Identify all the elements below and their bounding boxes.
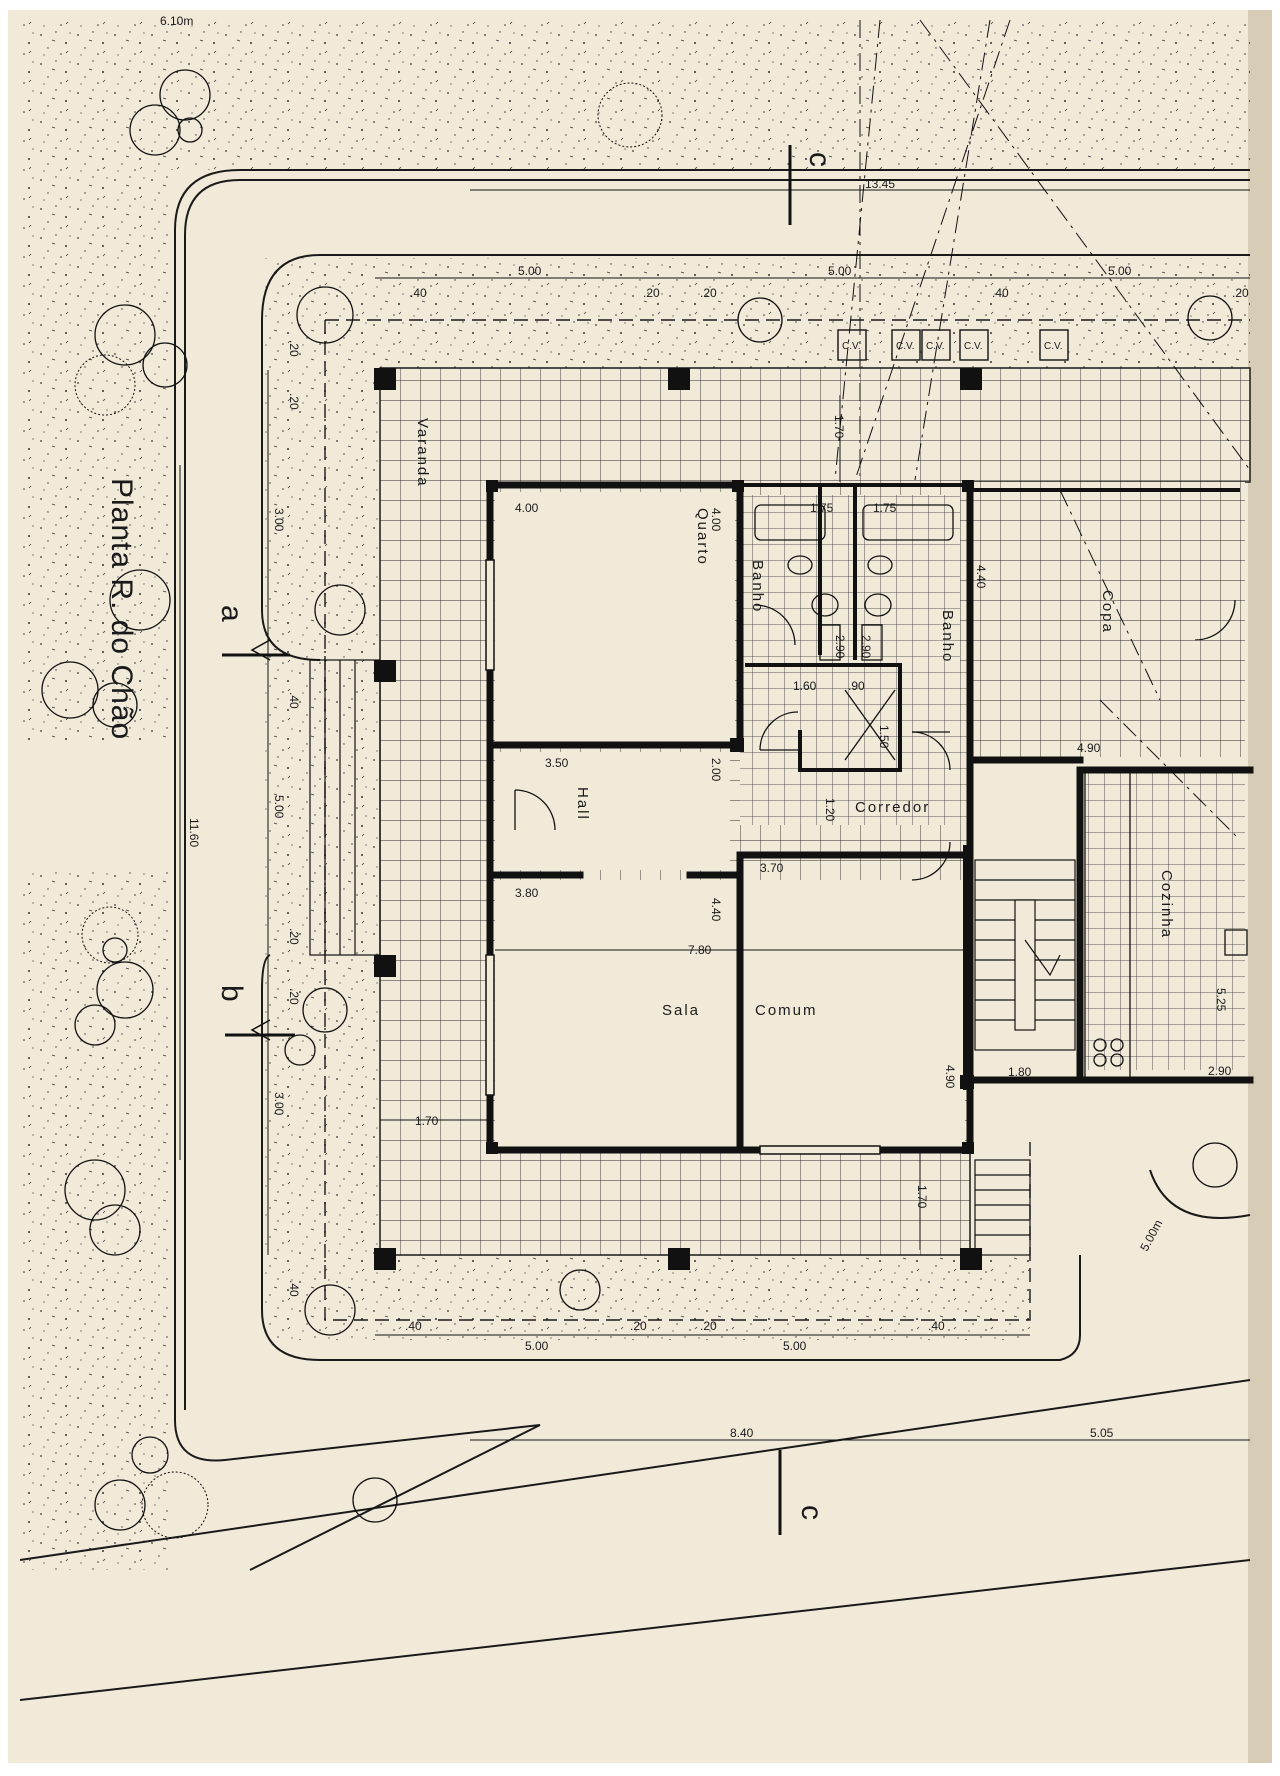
cv-label-2: C.V. [896, 341, 915, 352]
site-ground [20, 20, 1250, 1570]
dim-sala-total: 7.80 [688, 943, 712, 957]
dim-quarto-w: 4.00 [515, 501, 539, 515]
dim-left-small-5: .20 [287, 988, 301, 1005]
bath-fixtures [754, 504, 954, 761]
room-label-cozinha: Cozinha [1158, 870, 1175, 939]
dim-varanda-bottom: 1.70 [415, 1114, 439, 1128]
dim-cozinha-w: 4.90 [1077, 741, 1101, 755]
dim-left-small-1: .20 [287, 340, 301, 357]
dim-hall-w: 3.50 [545, 756, 569, 770]
dim-top-small-2: .20 [643, 286, 660, 300]
trees [41, 69, 1238, 1531]
dim-left-overall: 11.60 [187, 818, 201, 847]
cv-label-3: C.V. [926, 341, 945, 352]
dim-sala-h: 4.40 [709, 898, 723, 922]
utility-lines [834, 19, 1251, 841]
dim-top-small-1: .40 [410, 286, 427, 300]
cv-label-1: C.V. [842, 341, 861, 352]
room-label-copa: Copa [1099, 590, 1116, 634]
room-label-quarto: Quarto [694, 508, 711, 566]
dim-bottom-small-3: .20 [700, 1319, 717, 1333]
door-swings [514, 599, 1236, 881]
room-label-banho-right: Banho [939, 610, 956, 663]
dim-stair-h: 4.90 [943, 1065, 957, 1089]
dim-hall-h: 2.00 [709, 758, 723, 782]
staircase [974, 859, 1076, 1051]
dim-stair-w: 1.80 [1008, 1065, 1032, 1079]
windows [485, 559, 881, 1155]
dim-copa-h: 4.40 [974, 565, 988, 589]
room-label-comum: Comum [755, 1002, 818, 1019]
dim-top-small-3: .20 [700, 286, 717, 300]
dim-top-span-3: 5.00 [1108, 264, 1132, 278]
dim-overall-bottom-2: 5.05 [1090, 1426, 1114, 1440]
dim-comum-w: 3.70 [760, 861, 784, 875]
dim-closet-h: 1.50 [877, 725, 891, 749]
dim-left-small-4: .20 [287, 928, 301, 945]
dim-bottom-span-2: 5.00 [783, 1339, 807, 1353]
entry-steps [309, 659, 1031, 1256]
dim-closet-w2: .90 [848, 679, 865, 693]
cv-label-4: C.V. [964, 341, 983, 352]
arrow-b [250, 1019, 271, 1041]
room-label-banho-left: Banho [749, 560, 766, 613]
dim-cozinha-h: 5.25 [1214, 988, 1228, 1012]
walls [486, 481, 1254, 1154]
room-label-varanda: Varanda [414, 418, 431, 488]
dim-quarto-h: 4.00 [709, 508, 723, 532]
dim-overall-top: 13.45 [865, 177, 895, 191]
dim-bottom-small-4: .40 [928, 1319, 945, 1333]
dim-left-span-3: 3.00 [272, 1092, 286, 1116]
dim-left-small-6: .40 [287, 1280, 301, 1297]
columns [374, 368, 982, 1270]
kitchen-counter [1084, 769, 1248, 1081]
dim-top-span-1: 5.00 [518, 264, 542, 278]
shrubs [74, 82, 663, 1539]
dim-bottom-small-1: .40 [405, 1319, 422, 1333]
dim-banho-r-h: 2.90 [859, 635, 873, 659]
dim-left-small-2: .20 [287, 393, 301, 410]
street-outline [19, 169, 1251, 1701]
dim-top-small-4: .40 [992, 286, 1009, 300]
dim-corredor-h: 1.20 [823, 798, 837, 822]
cv-boxes [837, 329, 1069, 361]
cozinha-floor [1085, 770, 1245, 1070]
banho-floor [740, 495, 960, 665]
arrow-a [250, 639, 271, 661]
room-interiors [495, 492, 1080, 1148]
room-label-hall: Hall [574, 787, 591, 821]
dim-left-small-3: .40 [287, 692, 301, 709]
dim-left-span-1: 3.00 [272, 508, 286, 532]
dim-sala-w: 3.80 [515, 886, 539, 900]
copa-floor [970, 482, 1245, 757]
dim-step-h: 1.70 [915, 1185, 929, 1209]
dim-banho-r-w: 1.75 [873, 501, 897, 515]
cv-label-5: C.V. [1044, 341, 1063, 352]
dim-left-span-2: 5.00 [272, 795, 286, 819]
dim-banho-l-w: 1.75 [810, 501, 834, 515]
section-mark-b: b [215, 985, 248, 1002]
section-mark-a: a [215, 605, 248, 622]
dim-overall-bottom-1: 8.40 [730, 1426, 754, 1440]
room-label-corredor: Corredor [855, 799, 930, 816]
dim-bottom-small-2: .20 [630, 1319, 647, 1333]
dim-varanda-top: 1.70 [832, 415, 846, 439]
dim-banho-l-h: 2.90 [833, 635, 847, 659]
dim-top-span-2: 5.00 [828, 264, 852, 278]
dim-bottom-span-1: 5.00 [525, 1339, 549, 1353]
dim-top-small-5: .20 [1232, 286, 1249, 300]
section-mark-c-top: c [803, 152, 836, 167]
dim-cozinha-w2: 2.90 [1208, 1064, 1232, 1078]
dim-top-partial: 6.10m [160, 14, 193, 28]
sheet-title: Planta R. do Chão [105, 478, 138, 740]
room-label-sala: Sala [662, 1002, 700, 1019]
section-mark-c-bottom: c [795, 1505, 828, 1520]
dim-closet-w: 1.60 [793, 679, 817, 693]
dimension-lines [179, 189, 1250, 1441]
